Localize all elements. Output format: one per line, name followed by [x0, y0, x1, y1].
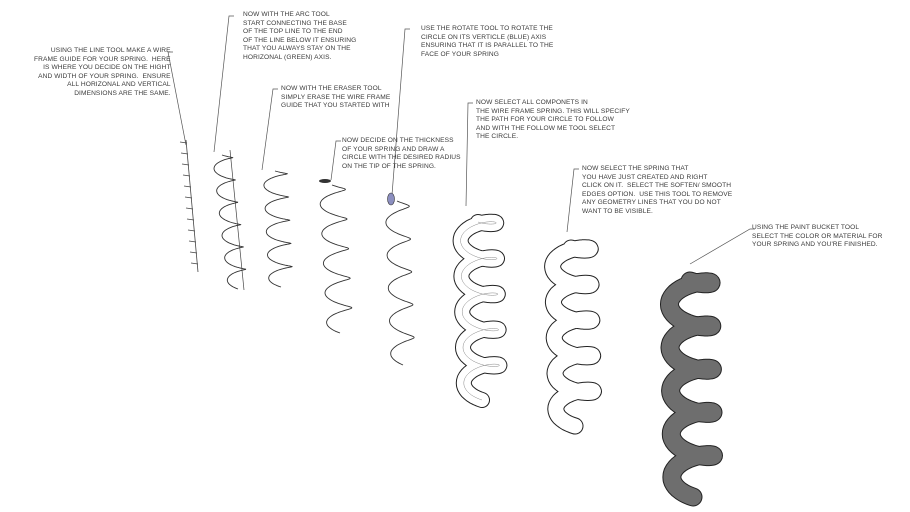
spring-geometry-lines: [460, 221, 500, 401]
leader-line-3: [261, 88, 278, 171]
wireframe-guide-tick: [187, 229, 196, 232]
step-8-note: USING THE PAINT BUCKET TOOL SELECT THE C…: [752, 224, 883, 249]
step-2-note: NOW WITH THE ARC TOOL START CONNECTING T…: [243, 11, 357, 61]
leader-line-8: [689, 228, 755, 265]
step-1-note: USING THE LINE TOOL MAKE A WIRE FRAME GU…: [34, 47, 171, 97]
wireframe-guide-tick: [188, 240, 197, 243]
profile-circle: [319, 179, 331, 183]
step-6-note: NOW SELECT ALL COMPONETS IN THE WIRE FRA…: [476, 99, 630, 141]
leader-line-5: [391, 28, 410, 196]
follow-me-spring: [453, 214, 507, 407]
wireframe-guide-tick: [181, 163, 190, 166]
wireframe-guide-vertical: [185, 139, 199, 273]
step-7-note: NOW SELECT THE SPRING THAT YOU HAVE JUST…: [582, 165, 733, 215]
wireframe-guide-vertical: [229, 149, 245, 291]
wireframe-guide-tick: [179, 141, 188, 144]
spring-wire-path: [319, 184, 353, 334]
smoothed-spring: [545, 240, 601, 434]
wireframe-guide-tick: [180, 152, 189, 155]
profile-circle-rotated: [387, 192, 395, 206]
wireframe-guide-tick: [184, 196, 193, 199]
leader-line-2: [213, 15, 234, 153]
wireframe-guide-tick: [182, 174, 191, 177]
wireframe-guide-tick: [189, 251, 198, 254]
spring-wire-path: [385, 200, 415, 366]
leader-line-6: [465, 102, 473, 207]
wireframe-guide-tick: [186, 218, 195, 221]
wireframe-guide-tick: [190, 262, 199, 265]
leader-line-4: [330, 140, 341, 181]
leader-line-1: [167, 51, 187, 146]
wireframe-guide-tick: [185, 207, 194, 210]
leader-line-7: [566, 168, 579, 233]
arc-spring-wire: [213, 154, 247, 290]
wireframe-guide-tick: [183, 185, 192, 188]
step-3-note: NOW WITH THE ERASER TOOL SIMPLY ERASE TH…: [281, 85, 391, 110]
step-5-note: USE THE ROTATE TOOL TO ROTATE THE CIRCLE…: [421, 25, 554, 58]
spring-wire-path: [263, 170, 293, 288]
step-4-note: NOW DECIDE ON THE THICKNESS OF YOUR SPRI…: [342, 137, 461, 170]
painted-spring: [661, 272, 722, 506]
